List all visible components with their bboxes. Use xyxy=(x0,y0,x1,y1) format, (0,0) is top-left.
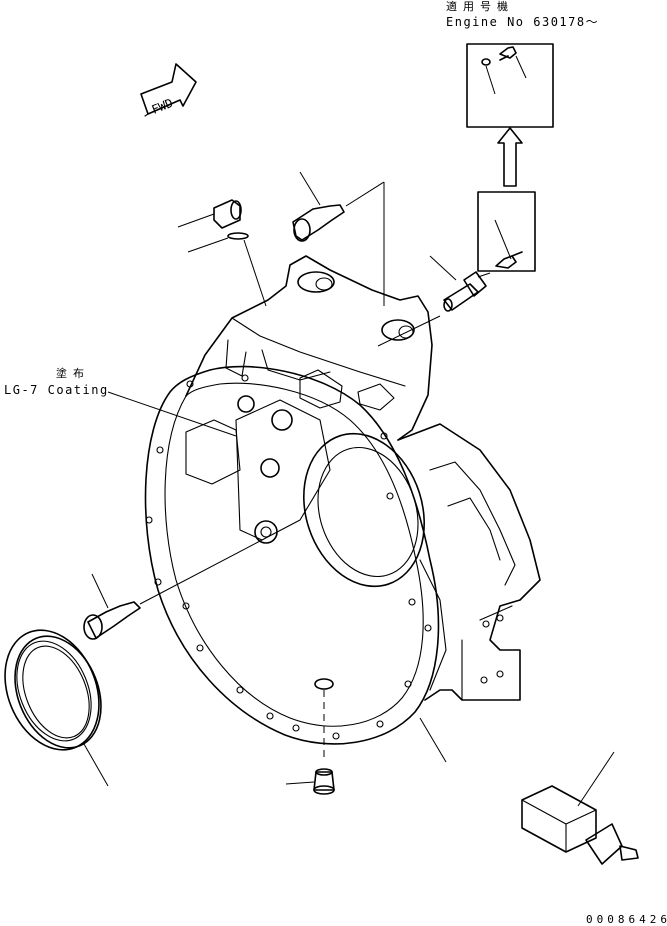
up-arrow xyxy=(497,127,523,187)
washer-icon xyxy=(481,58,491,66)
flywheel-housing xyxy=(107,255,541,763)
oil-seal xyxy=(4,629,109,787)
bolt-upper xyxy=(292,171,385,306)
applicable-machine-jp-label: 適用号機 xyxy=(446,0,514,13)
plug-and-washer xyxy=(177,199,267,307)
bolt-left xyxy=(83,539,263,640)
plug-bottom xyxy=(285,768,335,795)
sensor-part xyxy=(377,255,491,347)
flange-bolt-holes xyxy=(145,374,504,740)
small-bolt-icon xyxy=(499,46,517,59)
turning-tool xyxy=(521,751,639,865)
engine-number-label: Engine No 630178～ xyxy=(446,15,600,29)
coating-label: LG-7 Coating xyxy=(4,383,109,397)
drawing-code: 00086426 xyxy=(586,913,667,926)
fwd-text: FWD xyxy=(150,96,175,117)
inset-box-lower xyxy=(477,191,536,272)
fwd-arrow: FWD xyxy=(140,63,197,117)
inset-box-upper xyxy=(466,43,554,128)
coating-jp-label: 塗布 xyxy=(56,367,90,380)
